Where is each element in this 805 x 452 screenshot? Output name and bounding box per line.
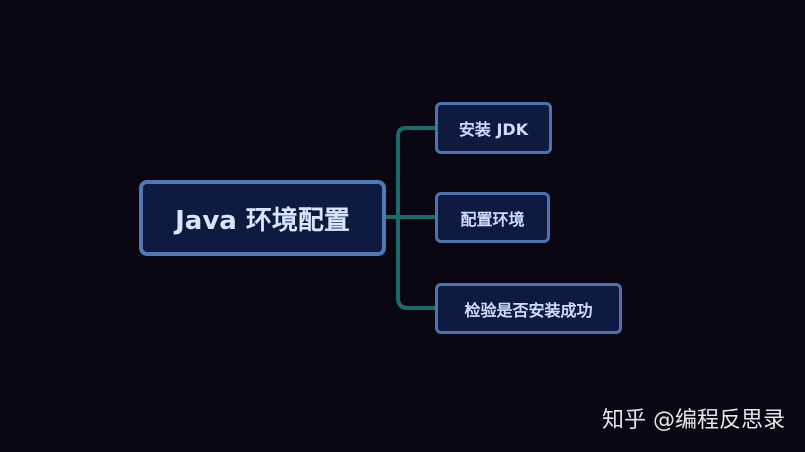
- child-node-install-jdk: 安装 JDK: [435, 102, 552, 154]
- child-node-configure-env: 配置环境: [435, 192, 550, 243]
- child-node-label: 安装 JDK: [458, 120, 529, 139]
- child-node-label: 配置环境: [460, 209, 525, 229]
- root-node: Java 环境配置: [139, 180, 386, 256]
- child-node-label: 检验是否安装成功: [464, 300, 593, 320]
- watermark: 知乎 @编程反思录: [602, 408, 785, 433]
- root-node-label: Java 环境配置: [175, 205, 350, 236]
- child-node-verify-install: 检验是否安装成功: [435, 283, 622, 334]
- connector-vertical-trunk: [396, 126, 437, 310]
